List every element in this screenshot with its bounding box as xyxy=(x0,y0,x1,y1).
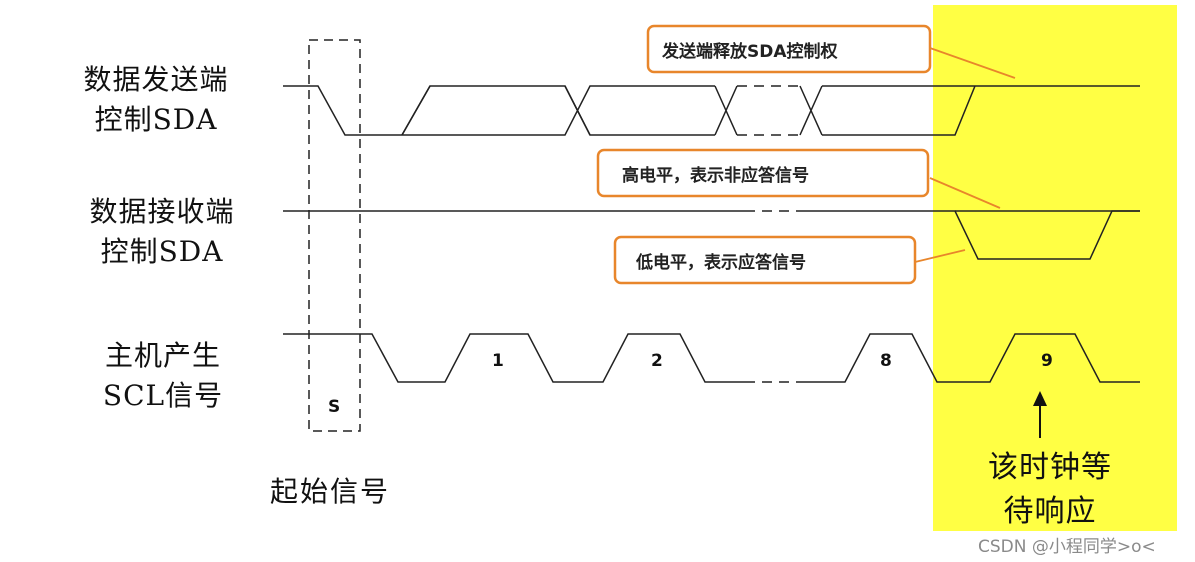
start-signal-caption: 起始信号 xyxy=(270,475,391,508)
receiver-sda-label: 数据接收端 控制SDA xyxy=(72,192,252,272)
pulse-label-9: 9 xyxy=(1041,351,1053,371)
sender-sda-segment-8 xyxy=(799,85,1140,136)
sender-sda-segment-3 xyxy=(714,85,738,136)
high-callout-pointer xyxy=(929,177,1001,209)
sender-sda-label: 数据发送端 控制SDA xyxy=(66,60,246,140)
watermark: CSDN @小程同学>o< xyxy=(978,537,1156,557)
sender-label-line2: 控制SDA xyxy=(94,103,218,136)
sender-label-line1: 数据发送端 xyxy=(83,63,229,96)
pulse-label-1: 1 xyxy=(492,351,504,371)
sender-sda-dashed-gap xyxy=(737,85,800,136)
low-callout-text: 低电平，表示应答信号 xyxy=(636,253,806,273)
master-label-line1: 主机产生 xyxy=(104,339,221,372)
high-callout-text: 高电平，表示非应答信号 xyxy=(622,166,809,186)
start-signal-box xyxy=(308,39,361,432)
scl-waveform xyxy=(283,333,745,383)
ack-clock-caption: 该时钟等 待响应 xyxy=(960,446,1140,534)
sender-sda-low-rail xyxy=(401,85,715,136)
low-callout-pointer xyxy=(914,249,966,263)
pulse-label-2: 2 xyxy=(651,351,663,371)
start-marker: S xyxy=(328,397,341,417)
low-callout-box xyxy=(613,235,917,285)
sender-sda-high-rail xyxy=(401,85,715,136)
master-scl-label: 主机产生 SCL信号 xyxy=(78,336,248,416)
scl-waveform-tail xyxy=(805,333,1140,383)
release-callout-pointer xyxy=(929,47,1016,79)
release-callout-box xyxy=(646,24,932,74)
high-callout-box xyxy=(596,148,930,198)
ack-clock-highlight xyxy=(933,5,1177,531)
ack-arrow-head xyxy=(1033,391,1047,406)
release-callout-text: 发送端释放SDA控制权 xyxy=(662,42,838,62)
receiver-label-line1: 数据接收端 xyxy=(89,195,235,228)
ack-caption-line2: 待响应 xyxy=(1003,494,1097,529)
pulse-label-8: 8 xyxy=(880,351,892,371)
receiver-label-line2: 控制SDA xyxy=(100,235,224,268)
sender-sda-waveform xyxy=(283,85,402,136)
ack-caption-line1: 该时钟等 xyxy=(988,450,1112,485)
master-label-line2: SCL信号 xyxy=(102,379,224,412)
